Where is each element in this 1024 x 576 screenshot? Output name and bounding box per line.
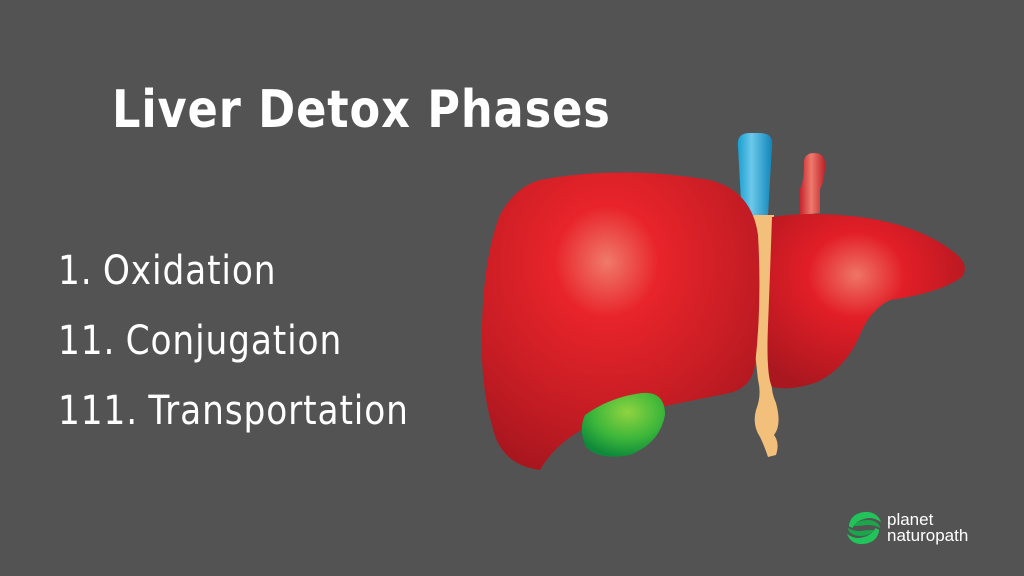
leaf-swirl-icon: [846, 511, 882, 545]
planet-naturopath-logo: planet naturopath: [845, 508, 968, 548]
phase-item: 11.Conjugation: [58, 306, 409, 376]
phase-label: Oxidation: [102, 248, 277, 294]
phase-number: 1.: [58, 248, 93, 294]
phase-item: 1.Oxidation: [58, 236, 409, 306]
phase-number: 11.: [58, 318, 116, 364]
phase-number: 111.: [58, 388, 139, 434]
phases-list: 1.Oxidation 11.Conjugation 111.Transport…: [58, 236, 466, 446]
phase-label: Conjugation: [125, 318, 343, 364]
phase-item: 111.Transportation: [58, 376, 409, 446]
logo-line-2: naturopath: [887, 526, 969, 545]
logo-text: planet naturopath: [887, 510, 969, 545]
liver-illustration: [481, 133, 965, 470]
phase-label: Transportation: [148, 388, 409, 434]
slide-title: Liver Detox Phases: [112, 80, 611, 140]
logo-line-1: planet: [887, 510, 934, 529]
